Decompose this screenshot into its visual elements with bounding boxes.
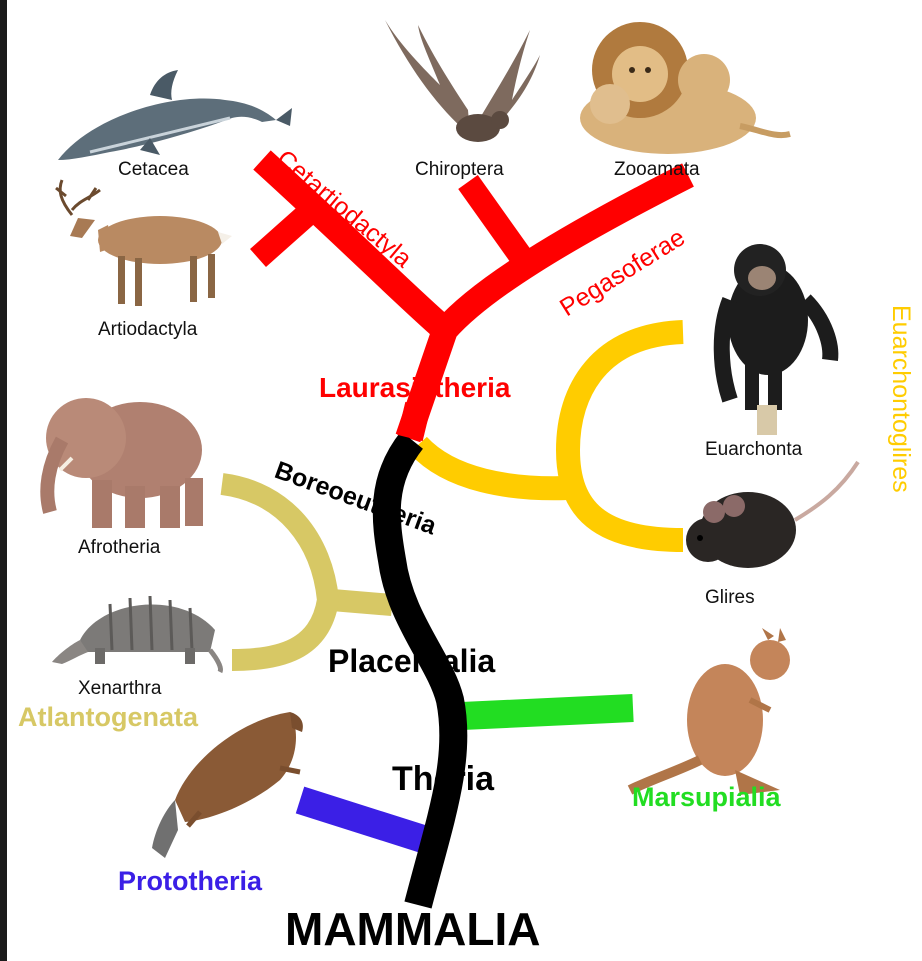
bat-icon	[385, 20, 540, 142]
clade-placentalia: Placentalia	[328, 645, 495, 677]
taxon-artiodactyla: Artiodactyla	[98, 320, 197, 339]
taxon-cetacea: Cetacea	[118, 160, 189, 179]
taxon-xenarthra: Xenarthra	[78, 679, 161, 698]
marsupialia-branch	[462, 708, 633, 716]
chimpanzee-icon	[722, 244, 831, 435]
clade-atlantogenata: Atlantogenata	[18, 704, 198, 731]
mouse-icon	[686, 462, 858, 568]
clade-laurasiatheria: Laurasiatheria	[319, 374, 510, 402]
dolphin-icon	[58, 70, 292, 160]
taxon-euarchonta: Euarchonta	[705, 440, 802, 459]
taxon-zooamata: Zooamata	[614, 160, 700, 179]
lion-icon	[580, 22, 790, 154]
clade-mammalia: MAMMALIA	[285, 906, 541, 952]
clade-marsupialia: Marsupialia	[632, 784, 781, 811]
clade-theria: Theria	[392, 762, 494, 796]
armadillo-icon	[52, 596, 221, 672]
clade-prototheria: Prototheria	[118, 868, 262, 895]
deer-icon	[56, 180, 232, 306]
kangaroo-icon	[630, 628, 790, 795]
prototheria-branch	[300, 800, 426, 840]
elephant-icon	[46, 398, 203, 528]
taxon-chiroptera: Chiroptera	[415, 160, 504, 179]
taxon-glires: Glires	[705, 588, 755, 607]
taxon-afrotheria: Afrotheria	[78, 538, 160, 557]
platypus-icon	[152, 712, 303, 858]
euarchontoglires-branch	[418, 332, 683, 540]
boreoeutheria-red-tip	[410, 405, 418, 438]
clade-euarchontoglires: Euarchontoglires	[888, 305, 913, 493]
